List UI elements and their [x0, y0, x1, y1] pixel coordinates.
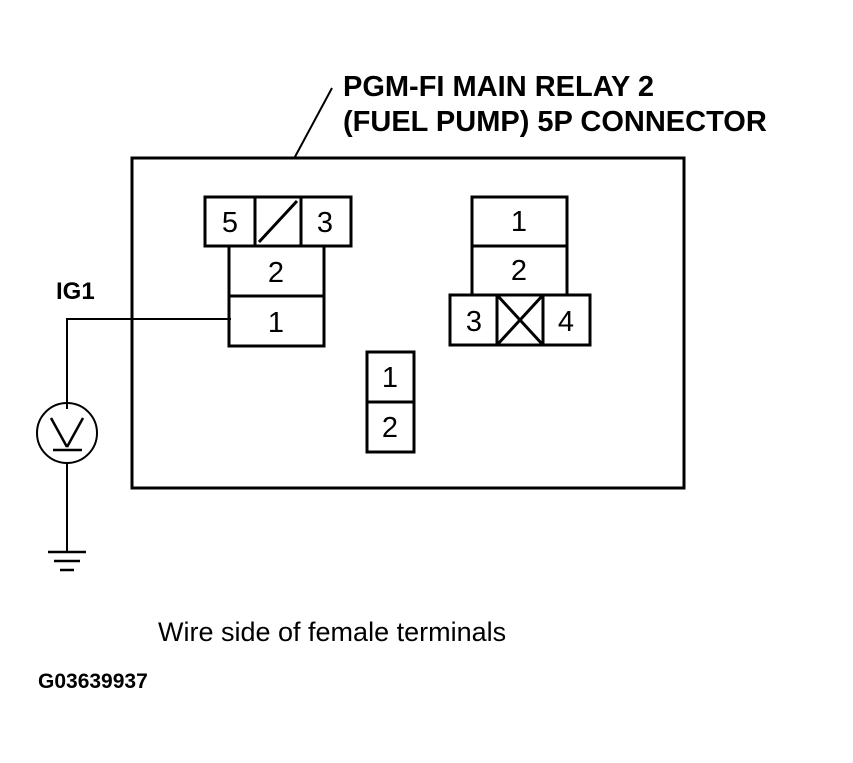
title-line-2: (FUEL PUMP) 5P CONNECTOR — [343, 106, 767, 138]
right-connector: 1 2 3 4 — [448, 195, 592, 347]
probe-wire — [66, 318, 231, 409]
right-terminal-label-1: 1 — [511, 206, 527, 238]
small-connector: 1 2 — [365, 350, 416, 454]
small-terminal-label-1: 1 — [382, 362, 398, 394]
small-connector-terminal-2 — [365, 400, 416, 454]
ground-icon — [48, 550, 86, 572]
blank-terminal-mark — [257, 199, 299, 244]
figure-code: G03639937 — [38, 670, 148, 693]
right-terminal-label-4: 4 — [558, 306, 574, 338]
small-terminal-label-2: 2 — [382, 412, 398, 444]
title-line-1: PGM-FI MAIN RELAY 2 — [343, 71, 654, 103]
right-terminal-label-2: 2 — [511, 255, 527, 287]
right-terminal-label-3: 3 — [466, 306, 482, 338]
terminal-label-2: 2 — [268, 257, 284, 289]
ig1-label: IG1 — [56, 278, 95, 305]
voltmeter-icon — [36, 402, 98, 464]
small-connector-terminal-1 — [365, 350, 416, 404]
left-connector-terminal-1 — [227, 294, 326, 348]
terminal-label-1: 1 — [268, 307, 284, 339]
caption: Wire side of female terminals — [158, 617, 506, 647]
left-connector: 5 3 2 1 — [203, 195, 353, 348]
terminal-label-3: 3 — [317, 207, 333, 239]
terminal-label-5: 5 — [222, 207, 238, 239]
